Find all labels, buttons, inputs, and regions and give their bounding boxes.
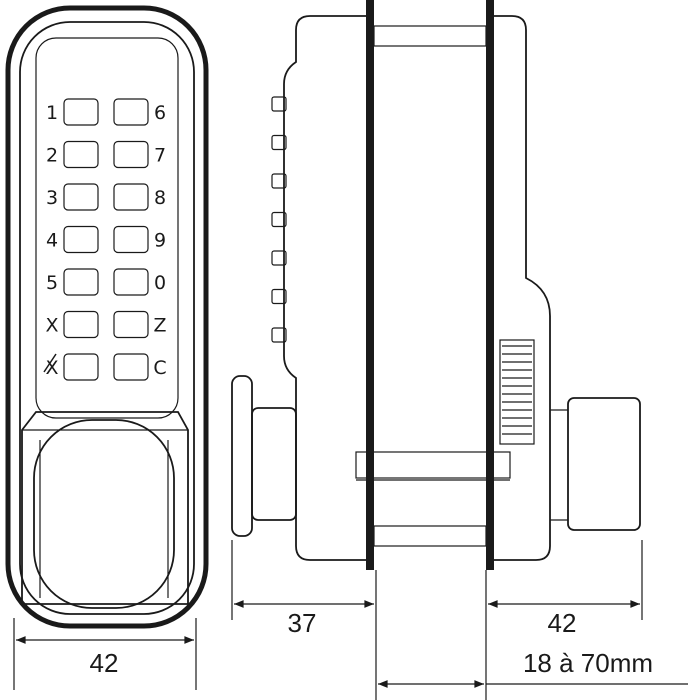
cancel-slash-mark xyxy=(43,353,57,373)
outer-knob-plate xyxy=(231,375,253,537)
key-button-right xyxy=(113,225,149,254)
side-view xyxy=(231,0,641,570)
dimension-outer-depth: 42 xyxy=(485,540,643,700)
key-button-right xyxy=(113,98,149,126)
key-button-left xyxy=(63,310,99,339)
key-label-left: 4 xyxy=(46,230,58,252)
key-label-right: 6 xyxy=(154,102,166,124)
key-button-right xyxy=(113,140,149,169)
front-width-label: 42 xyxy=(90,648,119,678)
door-thickness-label: 18 à 70mm xyxy=(523,648,653,678)
side-key-bump xyxy=(271,288,287,305)
dimension-inner-depth: 37 xyxy=(231,540,377,700)
inner-depth-label: 37 xyxy=(288,608,317,638)
keypad-left-column: 1 2 3 4 5XX xyxy=(45,98,99,381)
inner-ribbed-block xyxy=(499,339,535,445)
side-key-bump xyxy=(271,211,287,228)
bottom-spindle xyxy=(373,525,487,547)
key-label-right: 8 xyxy=(154,187,166,209)
key-label-right: Z xyxy=(153,315,166,337)
key-label-left: 1 xyxy=(46,102,58,124)
side-key-bump xyxy=(271,250,287,266)
top-spindle xyxy=(373,25,487,47)
front-knob-oval xyxy=(33,419,175,609)
key-label-left: 5 xyxy=(46,272,58,294)
inner-knob xyxy=(567,397,641,531)
key-button-left xyxy=(63,353,99,381)
side-key-bump xyxy=(271,327,287,343)
front-outer-housing xyxy=(5,5,209,629)
key-label-left: X xyxy=(45,315,58,337)
key-button-left xyxy=(63,140,99,169)
dimension-door-thickness: 18 à 70mm xyxy=(378,648,688,688)
dimension-front-width: 42 xyxy=(13,618,197,690)
key-button-left xyxy=(63,98,99,126)
key-button-left xyxy=(63,268,99,296)
key-label-left: 3 xyxy=(46,187,58,209)
side-key-bump xyxy=(271,96,287,112)
front-inner-housing xyxy=(19,21,195,615)
inner-body xyxy=(491,15,551,561)
key-label-right: 0 xyxy=(154,272,166,294)
key-label-right: 9 xyxy=(154,230,166,252)
key-button-right xyxy=(113,310,149,339)
side-key-bump xyxy=(271,173,287,189)
front-view: 1 2 3 4 5XX 6 7 8 9 0ZC xyxy=(5,5,209,629)
side-key-bump xyxy=(271,134,287,151)
inner-ribs xyxy=(502,345,532,435)
key-button-right xyxy=(113,268,149,296)
key-button-left xyxy=(63,225,99,254)
side-keypad-body xyxy=(283,15,371,561)
outer-depth-label: 42 xyxy=(548,608,577,638)
key-button-right xyxy=(113,183,149,211)
key-button-left xyxy=(63,183,99,211)
latch-bar xyxy=(355,451,511,479)
key-button-right xyxy=(113,353,149,381)
key-label-right: C xyxy=(153,357,166,379)
keypad-right-column: 6 7 8 9 0ZC xyxy=(113,98,167,381)
key-label-left: X xyxy=(45,357,58,379)
key-label-left: 2 xyxy=(46,145,58,167)
key-label-right: 7 xyxy=(154,145,166,167)
keypad-panel xyxy=(35,37,179,419)
outer-knob-neck xyxy=(251,407,297,521)
side-keys xyxy=(271,96,287,343)
